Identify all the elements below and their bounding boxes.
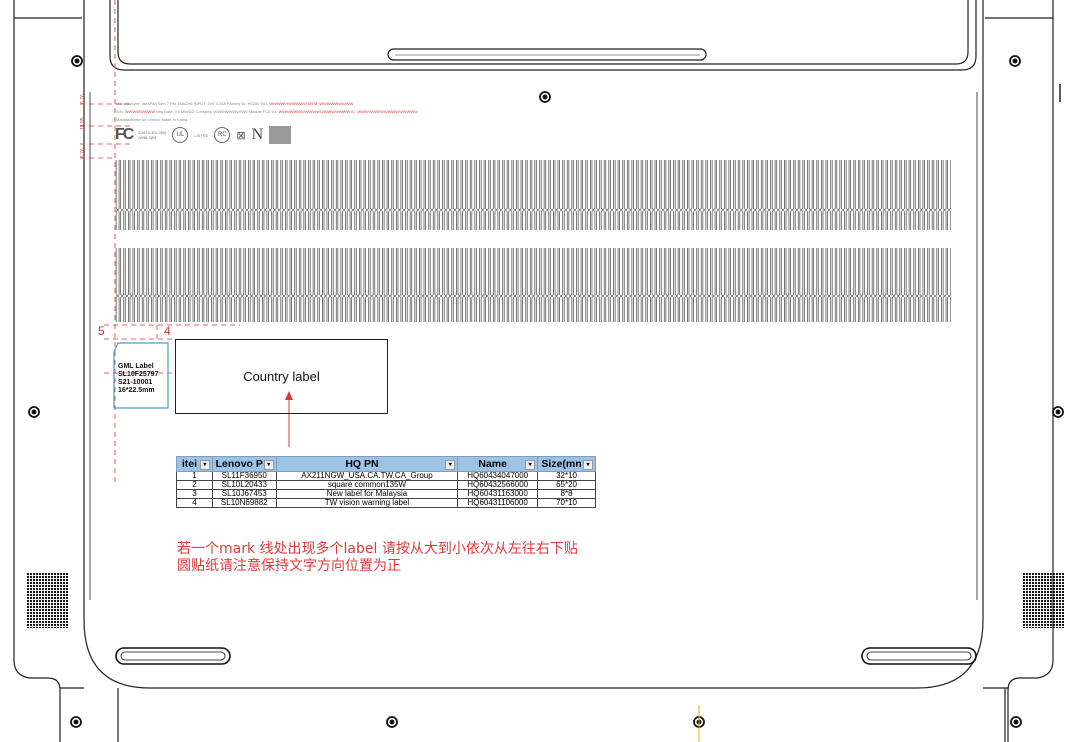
dimension-right: 4 <box>164 324 171 338</box>
table-cell[interactable]: HQ60431106000 <box>457 498 539 508</box>
reg-line2-red2: WWWWWWWWWWWWWWWWWWW IC: WWWWWWWWWWWWWWWW <box>278 109 418 114</box>
filter-dropdown-icon[interactable]: ▾ <box>583 460 593 470</box>
arrow-head-icon <box>285 391 293 400</box>
screw-icon <box>70 716 82 728</box>
screw-icon <box>1009 55 1021 67</box>
screw-icon <box>539 91 551 103</box>
rc-logo-icon: RC <box>214 127 231 143</box>
filter-dropdown-icon[interactable]: ▾ <box>199 460 210 470</box>
column-header-name[interactable]: Name▾ <box>457 456 539 472</box>
column-header-item[interactable]: itei▾ <box>176 456 213 472</box>
base-panel-outline <box>83 0 984 689</box>
screw-icon <box>386 716 398 728</box>
table-cell[interactable]: TW vision warning label <box>275 498 459 508</box>
speaker-grille-left <box>27 572 69 628</box>
rubber-foot-right <box>861 647 977 665</box>
chassis-right-edge <box>1007 0 1054 742</box>
dimension-v1: 6.76 <box>80 94 86 104</box>
reg-line1: Manufacturer: IdeaPad Slim 7 Pro 16ACH6 … <box>116 101 270 106</box>
regulatory-label-text: Manufacturer: IdeaPad Slim 7 Pro 16ACH6 … <box>116 100 418 124</box>
annotation-guides <box>80 0 240 484</box>
filter-dropdown-icon[interactable]: ▾ <box>445 460 456 470</box>
gml-label-outline <box>113 342 169 409</box>
table-cell[interactable]: 4 <box>176 498 213 508</box>
rubber-foot-left <box>115 647 231 665</box>
dimension-v2: 13.85 <box>80 117 86 130</box>
n-logo-icon: N <box>251 126 264 143</box>
table-cell[interactable]: 70*10 <box>537 498 596 508</box>
screw-icon <box>28 406 40 418</box>
screw-icon <box>71 55 83 67</box>
vent-row-lower <box>115 248 951 322</box>
country-label-box: Country label <box>175 339 388 414</box>
table-header-row: itei▾ Lenovo P▾ HQ PN▾ Name▾ Size(mn▾ <box>176 456 596 472</box>
reg-line2-red: WWWWWWWW <box>124 109 156 114</box>
fcc-logo-icon: FC <box>115 126 134 143</box>
screw-icon <box>1010 716 1022 728</box>
regulatory-marks: FC CAN ICES-3(B) NMB-3(B) UL LISTED RC ⊠… <box>115 126 292 144</box>
vent-row-upper <box>115 160 951 230</box>
hinge-outline <box>109 0 977 71</box>
instruction-line2: 圆贴纸请注意保持文字方向位置为正 <box>177 558 401 574</box>
table-row: 4 SL10N69882 TW vision warning label HQ6… <box>176 498 596 508</box>
dimension-left: 5 <box>98 324 105 338</box>
gml-line1: GML Label <box>118 363 154 370</box>
column-header-size[interactable]: Size(mn▾ <box>537 456 596 472</box>
instruction-note: 若一个mark 线处出现多个label 请按从大到小依次从左往右下贴 圆贴纸请注… <box>177 541 578 575</box>
gml-line3: S21-10001 <box>118 379 153 386</box>
weee-bin-icon: ⊠ <box>236 129 246 142</box>
chassis-left-edge <box>13 0 61 742</box>
ul-text: LISTED <box>194 132 209 138</box>
dimension-v3: 6.76 <box>80 148 86 158</box>
column-header-hq-pn[interactable]: HQ PN▾ <box>275 456 459 472</box>
gml-label: GML Label SL10F25797 S21-10001 16*22.5mm <box>118 363 158 395</box>
country-label-text: Country label <box>243 369 320 384</box>
table-cell[interactable]: SL10N69882 <box>211 498 277 508</box>
reg-line2: S/N: <box>116 109 125 114</box>
column-header-lenovo-pn[interactable]: Lenovo P▾ <box>211 456 277 472</box>
table-row: 3 SL10J67453 New label for Malaysia HQ60… <box>176 489 596 499</box>
reg-line3: Manufactured for Lenovo Made in China <box>116 117 188 122</box>
speaker-grille-right <box>1023 572 1065 628</box>
parts-table: itei▾ Lenovo P▾ HQ PN▾ Name▾ Size(mn▾ 1 … <box>176 456 596 508</box>
screw-icon <box>1052 406 1064 418</box>
reg-line1-red: WWWWWWWWWW MTM: WWWWWWWWW <box>269 101 354 106</box>
hinge-slot <box>387 48 707 61</box>
gray-mark-box <box>269 126 292 144</box>
filter-dropdown-icon[interactable]: ▾ <box>263 460 274 470</box>
ul-logo-icon: UL <box>172 127 189 143</box>
gml-line4: 16*22.5mm <box>118 387 155 394</box>
ic-text: CAN ICES-3(B) NMB-3(B) <box>138 130 167 140</box>
instruction-line1: 若一个mark 线处出现多个label 请按从大到小依次从左往右下贴 <box>177 541 578 557</box>
filter-dropdown-icon[interactable]: ▾ <box>525 460 536 470</box>
gml-line2: SL10F25797 <box>118 371 159 378</box>
reg-line2b: Mfg Date: YY-MM/DD Contains: WWWWWWWWW M… <box>155 109 279 114</box>
